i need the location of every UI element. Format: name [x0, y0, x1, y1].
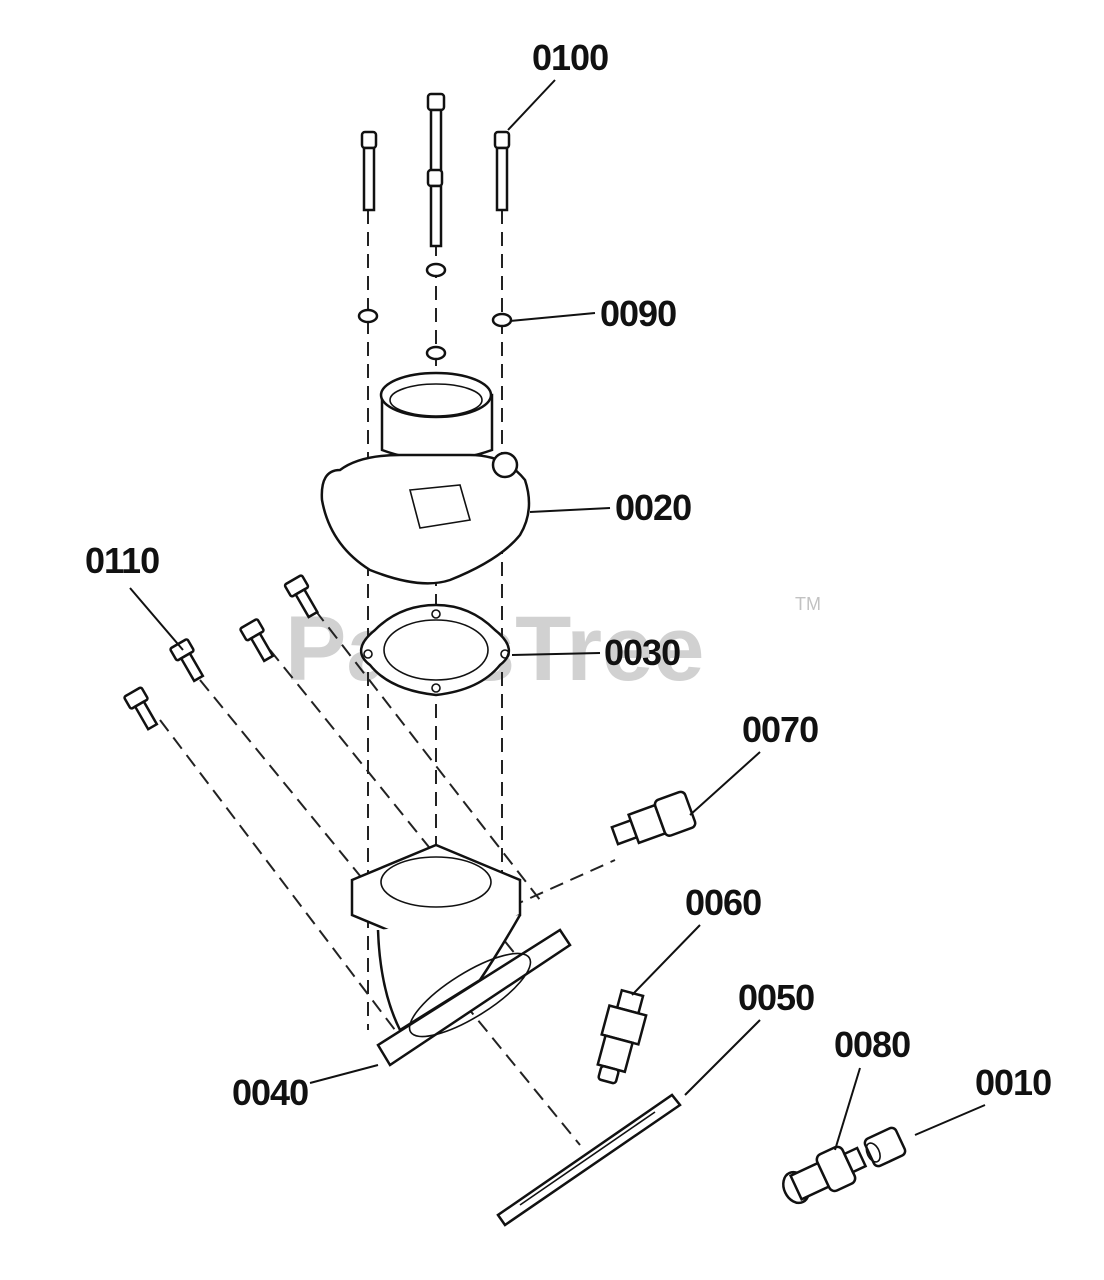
label-0090: 0090	[600, 293, 676, 334]
part-0070-sensor	[610, 790, 697, 846]
bolt-shank-right	[495, 146, 509, 212]
bolt-head-right	[493, 130, 511, 150]
leader-0100	[507, 79, 556, 131]
throttle-body-mount-boss	[491, 451, 519, 479]
elbow-top-bore	[380, 856, 492, 908]
cap-0010-body	[863, 1126, 907, 1168]
elbow-bottom-bore	[408, 952, 532, 1038]
label-0050: 0050	[738, 977, 814, 1018]
label-0100: 0100	[532, 37, 608, 78]
part-0100-bolts	[360, 92, 511, 248]
throttle-body-connector	[408, 484, 472, 529]
leader-0020	[529, 507, 611, 513]
part-0060-sensor	[596, 988, 648, 1085]
leader-0050	[684, 1019, 761, 1096]
elbow-bottom-flange	[376, 928, 572, 1067]
label-0040: 0040	[232, 1072, 308, 1113]
sensor-0070-connector	[653, 790, 697, 837]
gasket-hole-bottom	[431, 683, 441, 693]
label-0070: 0070	[742, 709, 818, 750]
watermark-trademark: TM	[795, 594, 821, 614]
bolt-head-center	[426, 168, 444, 188]
label-0010: 0010	[975, 1062, 1051, 1103]
throttle-body-bore-inner	[389, 383, 483, 417]
bolt-shank-left	[362, 146, 376, 212]
flange-bolt-2	[169, 638, 205, 683]
label-0060: 0060	[685, 882, 761, 923]
lower-gasket-outline	[496, 1093, 682, 1227]
part-0110-flange-bolts	[123, 574, 320, 731]
bolt-head-left	[360, 130, 378, 150]
flange-bolt-4	[283, 574, 320, 619]
bolt-head-center-top	[426, 92, 446, 112]
part-0020-throttle-body	[320, 371, 531, 585]
guide-line-flange-bolt-2	[199, 679, 581, 1146]
part-0050-gasket	[496, 1093, 682, 1227]
label-0020: 0020	[615, 487, 691, 528]
part-0090-washers	[357, 262, 513, 361]
leader-0010	[914, 1104, 986, 1136]
flange-bolt-1	[123, 686, 159, 731]
cap-0010-opening	[865, 1142, 881, 1163]
throttle-body-housing	[320, 453, 531, 585]
gasket-hole-top	[431, 609, 441, 619]
flange-bolt-3	[239, 618, 275, 663]
part-0010-cap	[863, 1126, 907, 1168]
bolt-shank-center-top	[429, 108, 443, 174]
leader-0070	[689, 751, 761, 816]
washer-left	[357, 308, 379, 324]
leader-lines	[129, 79, 986, 1151]
part-0040-intake-elbow	[350, 843, 572, 1067]
part-0080-fitting	[782, 1145, 868, 1205]
leader-0060	[631, 924, 701, 996]
washer-right	[491, 312, 513, 328]
throttle-body-bore	[379, 371, 493, 419]
label-0110: 0110	[85, 540, 159, 581]
lower-gasket-inner	[519, 1111, 656, 1206]
leader-0090	[509, 312, 596, 322]
gasket-bore	[383, 619, 489, 681]
fitting-0080-stem	[842, 1146, 868, 1174]
gasket-hole-right	[500, 649, 510, 659]
label-0030: 0030	[604, 632, 680, 673]
washer-center-upper	[425, 262, 447, 278]
gasket-hole-left	[363, 649, 373, 659]
leader-0110	[129, 587, 184, 651]
leader-0040	[309, 1064, 379, 1084]
sensor-0060-tip	[597, 1065, 620, 1085]
washer-center-lower	[425, 345, 447, 361]
leader-0080	[834, 1067, 861, 1151]
part-0030-gasket	[360, 603, 510, 697]
leader-0030	[511, 652, 601, 656]
label-0080: 0080	[834, 1024, 910, 1065]
part-labels: 0100 0090 0020 0110 0030 0070 0060 0050 …	[85, 37, 1052, 1113]
guide-line-flange-bolt-4	[314, 609, 541, 901]
bolt-shank-center	[429, 184, 443, 248]
